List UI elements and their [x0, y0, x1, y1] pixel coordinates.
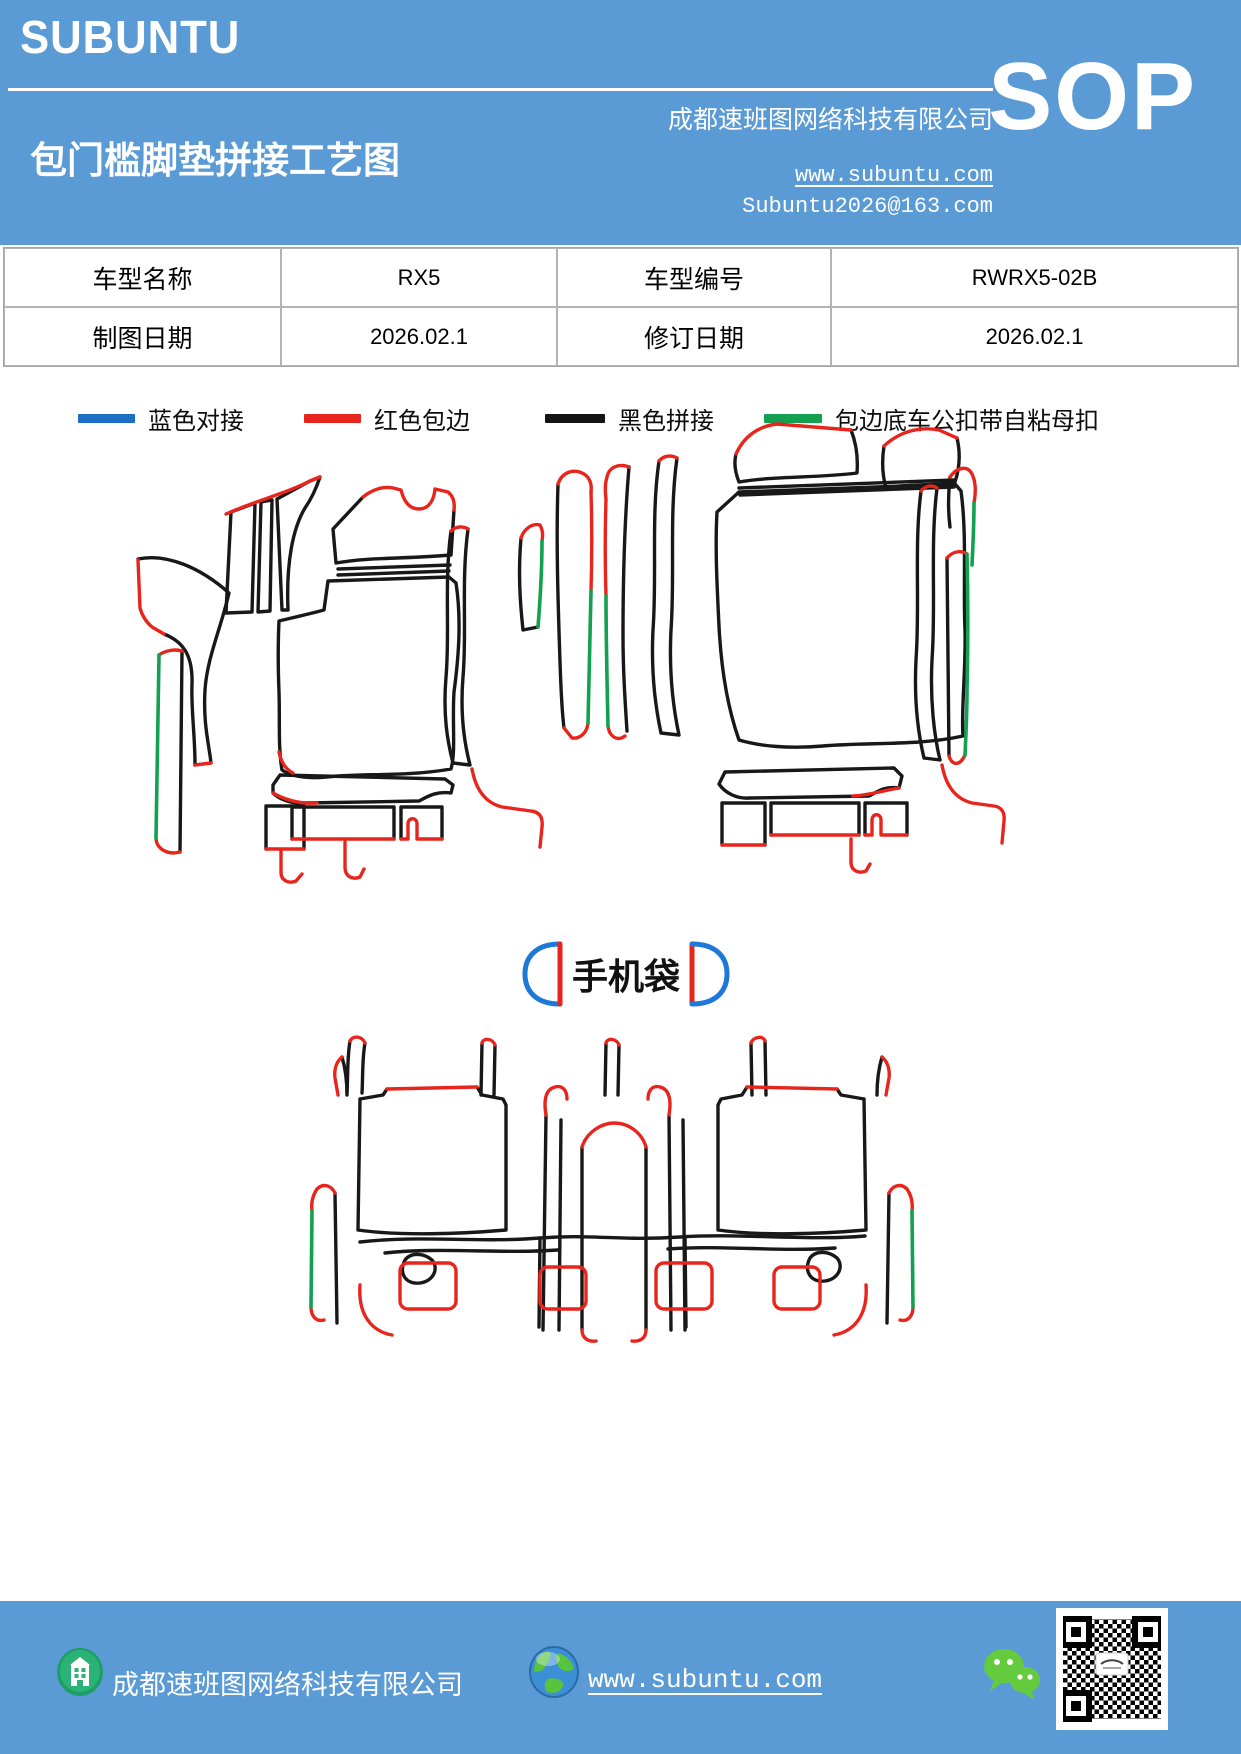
draw-date-value: 2026.02.1 [281, 307, 557, 366]
brand-logo-text: SUBUNTU [20, 11, 241, 63]
header-divider-line [8, 88, 993, 91]
vehicle-info-table: 车型名称 RX5 车型编号 RWRX5-02B 制图日期 2026.02.1 修… [3, 247, 1239, 367]
footer-company-name: 成都速班图网络科技有限公司 [112, 1670, 463, 1700]
red-line-swatch [304, 413, 361, 423]
rear-mat-diagram [309, 1035, 915, 1343]
wechat-icon [984, 1649, 1040, 1700]
blue-line-swatch [78, 413, 135, 423]
qr-code [1056, 1608, 1168, 1730]
model-name-value: RX5 [281, 248, 557, 307]
legend-label-red: 红色包边 [374, 408, 470, 435]
rear-red-edging [309, 1035, 915, 1343]
revise-date-label: 修订日期 [557, 307, 831, 366]
front-right-green-buckle-edges [604, 501, 976, 757]
header-company-name: 成都速班图网络科技有限公司 [667, 107, 993, 134]
phone-bag-label: 手机袋 [572, 956, 681, 997]
phone-bag-callout: 手机袋 [520, 940, 732, 1008]
header-band: SUBUNTU 包门槛脚垫拼接工艺图 成都速班图网络科技有限公司 www.sub… [0, 0, 1241, 245]
legend-item-red-edging: 红色包边 [304, 403, 470, 435]
front-right-mat-diagram [603, 422, 1006, 874]
header-website-link[interactable]: www.subuntu.com [794, 163, 993, 188]
model-code-value: RWRX5-02B [831, 248, 1238, 307]
sop-badge: SOP [988, 43, 1197, 150]
legend-item-black-splice: 黑色拼接 [545, 403, 714, 435]
page-title: 包门槛脚垫拼接工艺图 [30, 140, 400, 181]
legend-label-green: 包边底车公扣带自粘母扣 [835, 408, 1099, 435]
revise-date-value: 2026.02.1 [831, 307, 1238, 366]
front-left-black-outlines [136, 475, 566, 854]
rear-black-outlines [333, 1039, 891, 1332]
model-name-label: 车型名称 [4, 248, 281, 307]
legend-label-blue: 蓝色对接 [148, 408, 244, 435]
header-email: Subuntu2026@163.com [742, 194, 993, 219]
footer-website-link[interactable]: www.subuntu.com [588, 1665, 823, 1695]
model-code-label: 车型编号 [557, 248, 831, 307]
front-right-red-edging [603, 422, 1006, 874]
legend-label-black: 黑色拼接 [618, 408, 714, 435]
green-line-swatch [764, 413, 822, 423]
legend-item-blue-butt-joint: 蓝色对接 [78, 403, 244, 435]
front-left-red-edging [136, 469, 594, 884]
front-right-black-outlines [621, 428, 967, 847]
globe-icon [529, 1646, 579, 1698]
building-icon [57, 1648, 103, 1696]
footer-band: 成都速班图网络科技有限公司 www.subuntu.com [0, 1601, 1241, 1754]
phone-bag-right-shape [689, 941, 730, 1007]
black-line-swatch [545, 413, 605, 423]
legend-item-green-buckle: 包边底车公扣带自粘母扣 [764, 403, 1099, 435]
phone-bag-left-shape [522, 941, 563, 1007]
front-left-mat-diagram [136, 469, 594, 884]
front-left-green-buckle-edges [154, 539, 593, 840]
qr-code-pattern [1063, 1616, 1161, 1722]
draw-date-label: 制图日期 [4, 307, 281, 366]
rear-green-buckle-edges [309, 1209, 915, 1309]
